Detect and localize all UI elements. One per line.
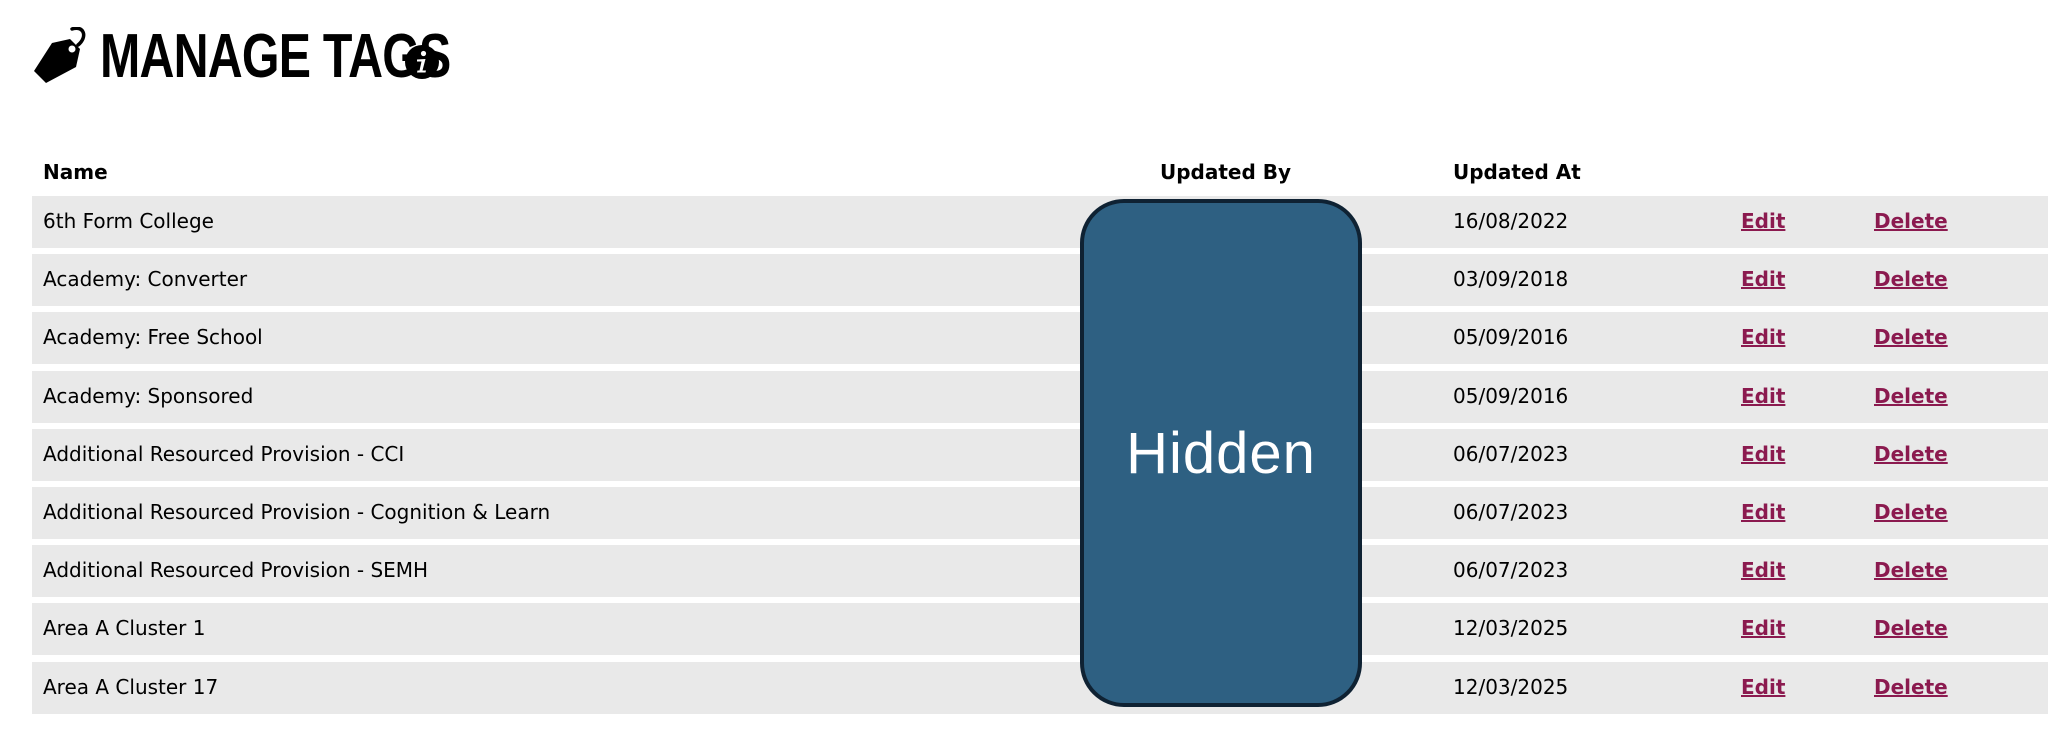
updated-at: 16/08/2022 <box>1453 209 1569 233</box>
edit-link[interactable]: Edit <box>1741 616 1786 641</box>
tag-name: Area A Cluster 17 <box>43 674 219 699</box>
tag-name: Additional Resourced Provision - SEMH <box>43 558 429 583</box>
table-row: Academy: Sponsored 05/09/2016 Edit Delet… <box>32 370 2048 423</box>
table-row: Additional Resourced Provision - SEMH 06… <box>32 545 2048 598</box>
table-row: Additional Resourced Provision - Cogniti… <box>32 486 2048 539</box>
updated-at: 05/09/2016 <box>1453 325 1569 350</box>
redaction-label: Hidden <box>1126 420 1316 486</box>
table-row: Area A Cluster 1 12/03/2025 Edit Delete <box>32 603 2048 656</box>
delete-link[interactable]: Delete <box>1874 383 1948 408</box>
edit-link[interactable]: Edit <box>1741 499 1786 524</box>
column-header-updated-by[interactable]: Updated By <box>1160 160 1292 184</box>
tag-icon <box>34 27 86 83</box>
edit-link[interactable]: Edit <box>1741 558 1786 583</box>
page-header: MANAGE TAGS <box>32 22 549 92</box>
updated-at: 06/07/2023 <box>1453 499 1569 524</box>
tag-name: Academy: Free School <box>43 325 263 350</box>
table-row: Academy: Converter 03/09/2018 Edit Delet… <box>32 254 2048 307</box>
edit-link[interactable]: Edit <box>1741 383 1786 408</box>
updated-at: 03/09/2018 <box>1453 267 1569 292</box>
page-title: MANAGE TAGS <box>100 22 451 91</box>
updated-at: 12/03/2025 <box>1453 616 1569 641</box>
updated-at: 06/07/2023 <box>1453 441 1569 466</box>
updated-at: 05/09/2016 <box>1453 383 1569 408</box>
delete-link[interactable]: Delete <box>1874 267 1948 292</box>
edit-link[interactable]: Edit <box>1741 674 1786 699</box>
tags-table: Name Updated By Updated At 6th Form Coll… <box>32 148 2048 720</box>
tag-name: Academy: Converter <box>43 267 248 292</box>
updated-at: 12/03/2025 <box>1453 674 1569 699</box>
tag-name: 6th Form College <box>43 209 214 233</box>
table-row: Academy: Free School 05/09/2016 Edit Del… <box>32 312 2048 365</box>
edit-link[interactable]: Edit <box>1741 441 1786 466</box>
tag-name: Additional Resourced Provision - CCI <box>43 441 405 466</box>
table-row: Additional Resourced Provision - CCI 06/… <box>32 428 2048 481</box>
edit-link[interactable]: Edit <box>1741 325 1786 350</box>
info-icon[interactable] <box>404 44 440 80</box>
column-header-updated-at[interactable]: Updated At <box>1453 160 1581 184</box>
tag-name: Academy: Sponsored <box>43 383 254 408</box>
table-row: 6th Form College 16/08/2022 Edit Delete <box>32 196 2048 248</box>
table-row: Area A Cluster 17 12/03/2025 Edit Delete <box>32 661 2048 714</box>
edit-link[interactable]: Edit <box>1741 209 1786 233</box>
delete-link[interactable]: Delete <box>1874 616 1948 641</box>
updated-at: 06/07/2023 <box>1453 558 1569 583</box>
delete-link[interactable]: Delete <box>1874 325 1948 350</box>
redaction-overlay: Hidden <box>1080 199 1362 707</box>
delete-link[interactable]: Delete <box>1874 499 1948 524</box>
tag-name: Additional Resourced Provision - Cogniti… <box>43 499 551 524</box>
delete-link[interactable]: Delete <box>1874 558 1948 583</box>
edit-link[interactable]: Edit <box>1741 267 1786 292</box>
delete-link[interactable]: Delete <box>1874 441 1948 466</box>
delete-link[interactable]: Delete <box>1874 674 1948 699</box>
column-header-name[interactable]: Name <box>43 160 108 184</box>
delete-link[interactable]: Delete <box>1874 209 1948 233</box>
table-header: Name Updated By Updated At <box>32 148 2048 196</box>
tag-name: Area A Cluster 1 <box>43 616 206 641</box>
